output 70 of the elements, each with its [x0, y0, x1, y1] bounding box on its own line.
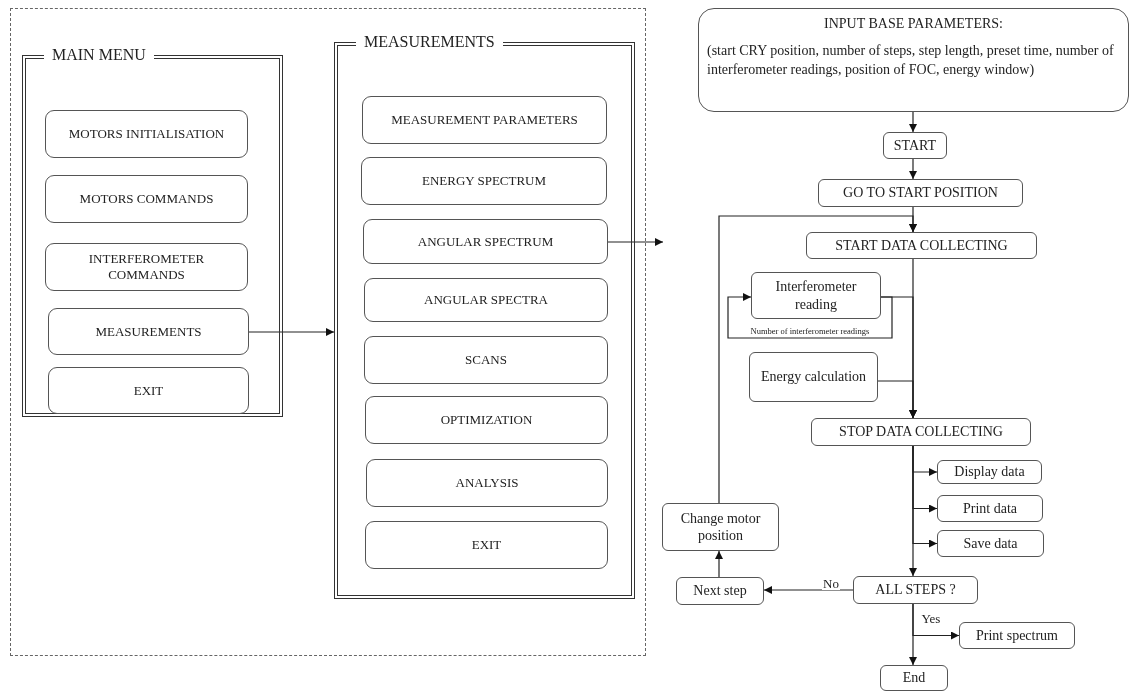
process-box [937, 495, 1043, 522]
menu-button [362, 96, 607, 144]
process-box [751, 272, 881, 319]
box-label: START DATA COLLECTING [835, 236, 1008, 255]
process-box [853, 576, 978, 604]
process-box [662, 503, 779, 551]
parameter-list: (start CRY position, number of steps, step length, preset time, number of interferometer readings, position of FOC, energy window) [707, 41, 1120, 80]
box-label: ANALYSIS [455, 475, 519, 491]
process-box [959, 622, 1075, 649]
box-label: Change motor position [679, 509, 762, 545]
box-label: Display data [954, 463, 1025, 481]
box-label: STOP DATA COLLECTING [839, 423, 1003, 441]
box-label: Print data [962, 499, 1017, 518]
box-label: GO TO START POSITION [843, 184, 998, 202]
process-box [937, 530, 1044, 557]
process-box [880, 665, 948, 691]
arrow [715, 550, 723, 578]
box-label: ANGULAR SPECTRUM [417, 233, 554, 250]
box-label: Print spectrum [975, 626, 1058, 645]
menu-button [365, 396, 608, 444]
edge-label: Number of interferometer readings [749, 326, 871, 335]
box-label: ALL STEPS ? [875, 581, 956, 599]
arrow [909, 158, 917, 180]
menu-button [361, 157, 607, 205]
arrow [909, 111, 917, 133]
process-box [811, 418, 1031, 446]
box-label: Save data [963, 534, 1018, 553]
process-box [818, 179, 1023, 207]
arrow [763, 586, 854, 594]
box-label: End [902, 669, 926, 687]
box-label: ENERGY SPECTRUM [421, 173, 547, 189]
menu-button [48, 308, 249, 355]
box-label: Next step [693, 582, 747, 600]
arrow [607, 238, 664, 246]
box-heading: INPUT BASE PARAMETERS: [823, 15, 1004, 33]
menu-button [48, 367, 249, 414]
menu-button [365, 521, 608, 569]
menu-button [45, 110, 248, 158]
box-label: INTERFEROMETER COMMANDS [87, 251, 206, 283]
process-box [806, 232, 1037, 259]
box-label: EXIT [133, 382, 164, 399]
input-box [698, 8, 1129, 112]
menu-button [364, 278, 608, 322]
box-label: Interferometer reading [774, 278, 858, 313]
menu-button [45, 175, 248, 223]
menu-button [45, 243, 248, 291]
dashed-boundary [10, 8, 646, 656]
process-box [937, 460, 1042, 484]
box-label: MOTORS INITIALISATION [68, 126, 225, 142]
process-box [749, 352, 878, 402]
menu-button [364, 336, 608, 384]
arrow [248, 328, 335, 336]
arrow [909, 603, 917, 666]
box-label: MEASUREMENTS [95, 323, 202, 340]
box-label: Energy calculation [760, 368, 867, 386]
arrow [727, 293, 893, 339]
box-label: ANGULAR SPECTRA [424, 292, 548, 308]
menu-button [366, 459, 608, 507]
box-label: SCANS [465, 352, 507, 368]
arrow [877, 380, 917, 419]
box-label: START [893, 136, 937, 155]
box-label: EXIT [471, 537, 502, 553]
arrow [909, 445, 917, 577]
box-label: MOTORS COMMANDS [79, 191, 214, 207]
arrow [718, 215, 917, 504]
box-label: MEASUREMENT PARAMETERS [391, 112, 578, 128]
process-box [676, 577, 764, 605]
menu-button [363, 219, 608, 264]
box-label: OPTIMIZATION [440, 412, 533, 428]
process-box [883, 132, 947, 159]
